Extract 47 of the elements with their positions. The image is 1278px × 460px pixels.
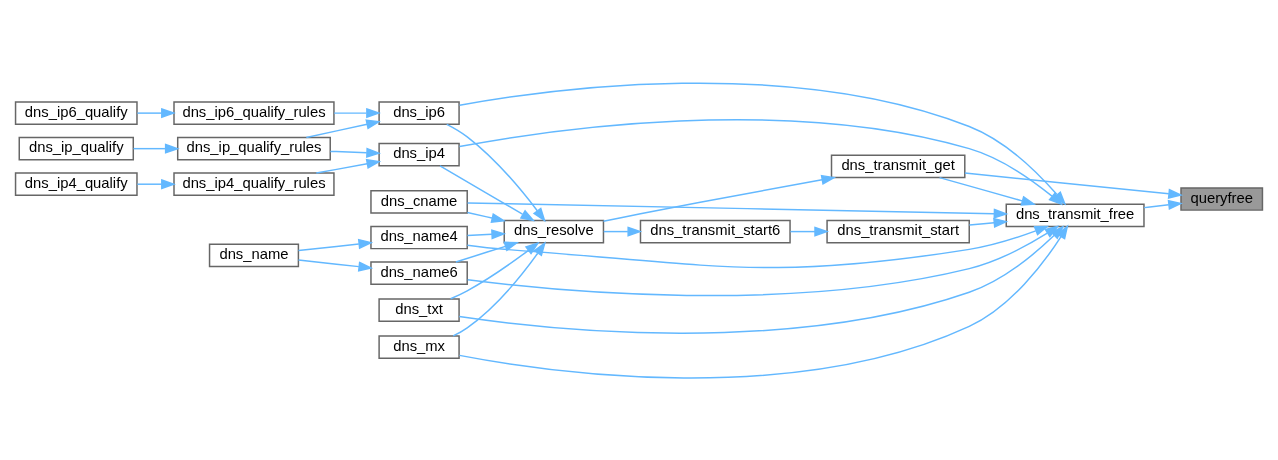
node-box: dns_name <box>208 242 300 267</box>
arrow <box>466 228 507 239</box>
arrow <box>789 225 830 237</box>
arrow <box>297 258 374 272</box>
node-box: dns_ip6 <box>378 100 460 125</box>
arrow <box>315 158 382 174</box>
node-box: dns_ip6_qualify <box>14 100 138 125</box>
arrow <box>1143 199 1183 210</box>
node-box: dns_txt <box>378 297 460 322</box>
node-box: dns_ip_qualify_rules <box>176 136 331 160</box>
arrow <box>329 147 382 158</box>
node-box: dns_resolve <box>503 219 605 243</box>
arrow <box>136 178 176 189</box>
arrow <box>449 241 540 300</box>
arrow <box>458 118 1064 205</box>
arrow <box>603 225 643 237</box>
arrow <box>136 107 176 118</box>
node-box: dns_transmit_free <box>1005 202 1145 227</box>
arrow <box>466 201 1009 219</box>
node-box: dns_ip4 <box>378 142 460 166</box>
node-box: dns_name4 <box>370 225 468 249</box>
arrow <box>439 164 536 222</box>
arrow <box>602 174 837 222</box>
arrow <box>297 238 374 251</box>
node-box: dns_mx <box>378 334 460 359</box>
node-box: queryfree <box>1180 186 1264 211</box>
arrow <box>333 107 381 118</box>
node-box: dns_transmit_start6 <box>639 219 791 243</box>
arrow <box>466 225 1050 268</box>
node-box: dns_name6 <box>370 260 468 285</box>
node-box: dns_transmit_start <box>826 219 970 243</box>
arrow <box>132 142 180 154</box>
arrow <box>968 217 1009 228</box>
arrow <box>466 211 507 223</box>
node-box: dns_ip6_qualify_rules <box>173 100 335 125</box>
arrow <box>938 176 1037 206</box>
arrow <box>305 118 381 138</box>
arrow <box>446 123 546 222</box>
node-box: dns_transmit_get <box>830 154 966 178</box>
node-box: dns_ip_qualify <box>18 136 134 160</box>
node-box: dns_ip4_qualify_rules <box>173 171 335 196</box>
arrow <box>455 241 520 263</box>
arrow <box>466 224 1060 296</box>
arrow <box>964 171 1184 199</box>
node-box: dns_cname <box>370 189 468 214</box>
node-box: dns_ip4_qualify <box>14 171 138 196</box>
arrow <box>452 240 547 337</box>
